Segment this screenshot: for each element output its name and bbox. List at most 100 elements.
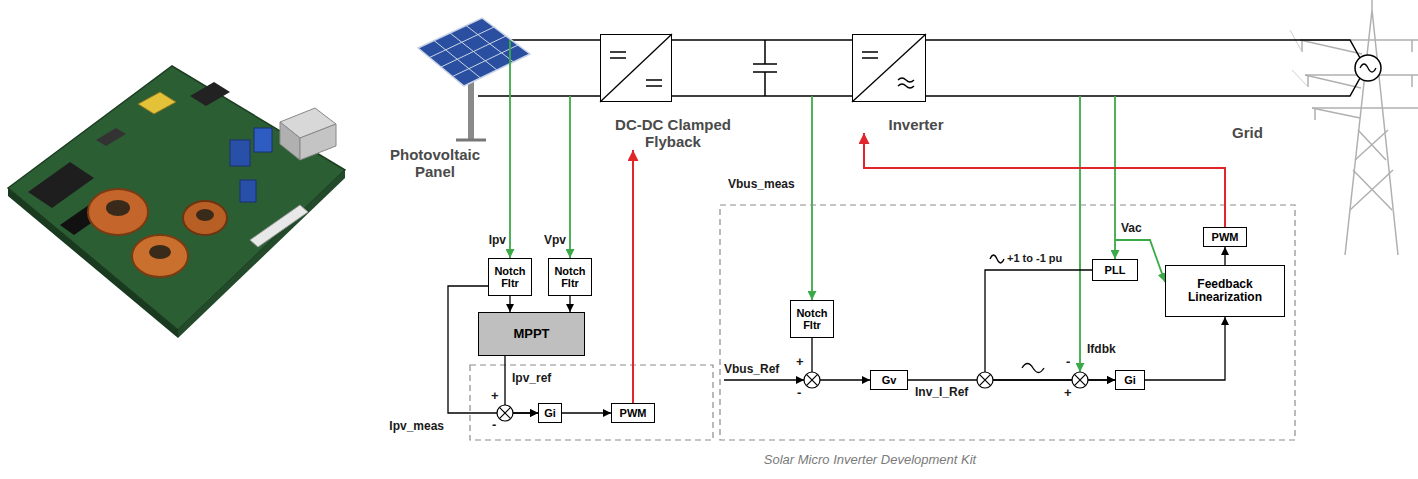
block-label: PWM bbox=[620, 407, 647, 419]
signal-arrow bbox=[509, 296, 510, 312]
pcb-photo bbox=[300, 124, 336, 160]
signal-name: Vbus_Ref bbox=[724, 363, 779, 377]
power-wires bbox=[478, 40, 1360, 58]
pwm-command-arrow bbox=[632, 150, 634, 403]
controller-box: Gi bbox=[1115, 370, 1145, 390]
sign-mark: + bbox=[796, 355, 804, 370]
measurement-arrow bbox=[1079, 96, 1081, 372]
sign-mark: - bbox=[492, 418, 496, 433]
summing-junction bbox=[1072, 372, 1088, 388]
pcb-photo bbox=[196, 209, 214, 221]
controller-box: Gi bbox=[538, 403, 562, 423]
mppt-block: MPPT bbox=[478, 312, 585, 356]
block-label: Feedback Linearization bbox=[1168, 278, 1282, 304]
signal-name: Ipv_ref bbox=[512, 372, 551, 386]
summing-junction bbox=[1074, 374, 1085, 385]
sine-icon bbox=[990, 255, 1004, 263]
signal-name: +1 to -1 pu bbox=[1007, 252, 1062, 265]
signal-name: Vbus_meas bbox=[728, 178, 795, 192]
summing-junction bbox=[979, 374, 990, 385]
pcb-photo bbox=[96, 128, 126, 146]
transmission-tower bbox=[1300, 40, 1362, 118]
linearization-box: Feedback Linearization bbox=[1165, 265, 1285, 317]
pcb-photo bbox=[254, 128, 272, 152]
pcb-photo bbox=[280, 122, 300, 160]
pcb-photo bbox=[138, 92, 176, 114]
filter-box: Notch Fltr bbox=[488, 258, 532, 296]
signal-name: Ipv bbox=[489, 234, 506, 248]
dc-bus-capacitor bbox=[753, 40, 777, 96]
pcb-photo bbox=[190, 82, 230, 106]
transmission-tower bbox=[1290, 0, 1418, 255]
signal-name: Vpv bbox=[544, 234, 566, 248]
signal-arrow bbox=[812, 338, 870, 380]
sign-mark: - bbox=[797, 386, 801, 401]
controller-boundary bbox=[470, 365, 713, 440]
filter-box: Notch Fltr bbox=[790, 300, 834, 338]
block-label: Gv bbox=[882, 374, 897, 386]
stage-label: Inverter bbox=[846, 116, 986, 133]
inverter-symbol bbox=[862, 52, 878, 58]
pcb-photo bbox=[183, 201, 227, 235]
inverter-symbol bbox=[852, 34, 926, 102]
summing-junction bbox=[497, 405, 513, 421]
pwm-command-arrow bbox=[864, 133, 1225, 227]
converter-symbol bbox=[600, 34, 672, 102]
converter-symbol bbox=[600, 34, 672, 102]
sign-mark: + bbox=[491, 389, 499, 404]
block-label: PLL bbox=[1105, 264, 1126, 276]
pcb-photo bbox=[106, 200, 130, 216]
controller-boundary bbox=[720, 205, 1295, 440]
signal-name: Ipv_meas bbox=[389, 420, 444, 434]
power-wires bbox=[478, 78, 1360, 96]
pcb-photo bbox=[149, 245, 171, 259]
pwm-box: PWM bbox=[1203, 227, 1247, 247]
pcb-photo bbox=[240, 180, 256, 202]
solar-panel bbox=[418, 18, 530, 140]
grid-source bbox=[1355, 55, 1381, 81]
pcb-photo bbox=[88, 189, 148, 235]
block-label: Notch Fltr bbox=[551, 265, 589, 289]
filter-box: Notch Fltr bbox=[548, 258, 592, 296]
solar-panel bbox=[456, 139, 486, 142]
converter-symbol bbox=[646, 80, 662, 86]
sine-icon bbox=[990, 255, 1044, 373]
signal-arrow bbox=[569, 296, 570, 312]
sine-icon bbox=[1022, 364, 1044, 373]
stage-label: DC-DC Clamped Flyback bbox=[588, 116, 758, 150]
controller-box: Gv bbox=[870, 370, 908, 390]
power-wires bbox=[478, 40, 1360, 96]
signal-name: Inv_I_Ref bbox=[915, 386, 968, 400]
converter-stage: Inverter bbox=[846, 34, 986, 133]
measurement-arrow bbox=[510, 40, 1165, 372]
block-label: Gi bbox=[544, 407, 556, 419]
signal-arrow bbox=[1145, 317, 1225, 380]
summing-junction bbox=[804, 372, 820, 388]
signal-arrow bbox=[1224, 247, 1225, 265]
solar-panel bbox=[468, 78, 474, 140]
converter-symbol bbox=[610, 52, 626, 58]
summing-junction bbox=[499, 407, 510, 418]
stage-label: Photovoltaic Panel bbox=[379, 146, 491, 181]
signal-name: Vac bbox=[1121, 222, 1142, 236]
signal-arrow bbox=[562, 412, 611, 413]
reference-arrow bbox=[724, 379, 804, 380]
signal-name: Ifdbk bbox=[1087, 343, 1116, 357]
reference-arrow bbox=[724, 380, 804, 381]
converter-box bbox=[600, 34, 672, 102]
sign-mark: - bbox=[1066, 355, 1070, 370]
pcb-photo bbox=[230, 140, 250, 166]
converter-box bbox=[852, 34, 926, 102]
pll-box: PLL bbox=[1092, 259, 1138, 281]
dc-bus-capacitor bbox=[753, 40, 777, 96]
figure-caption: Solar Micro Inverter Development Kit bbox=[670, 452, 1070, 467]
pcb-photo bbox=[132, 235, 188, 277]
block-label: Gi bbox=[1124, 374, 1136, 386]
transmission-tower bbox=[1290, 30, 1308, 87]
measurement-arrow bbox=[811, 96, 813, 300]
converter-stage: DC-DC Clamped Flyback bbox=[588, 34, 758, 150]
inverter-symbol bbox=[898, 78, 914, 88]
grid-source bbox=[1360, 64, 1376, 72]
measurement-arrow bbox=[1114, 96, 1116, 259]
